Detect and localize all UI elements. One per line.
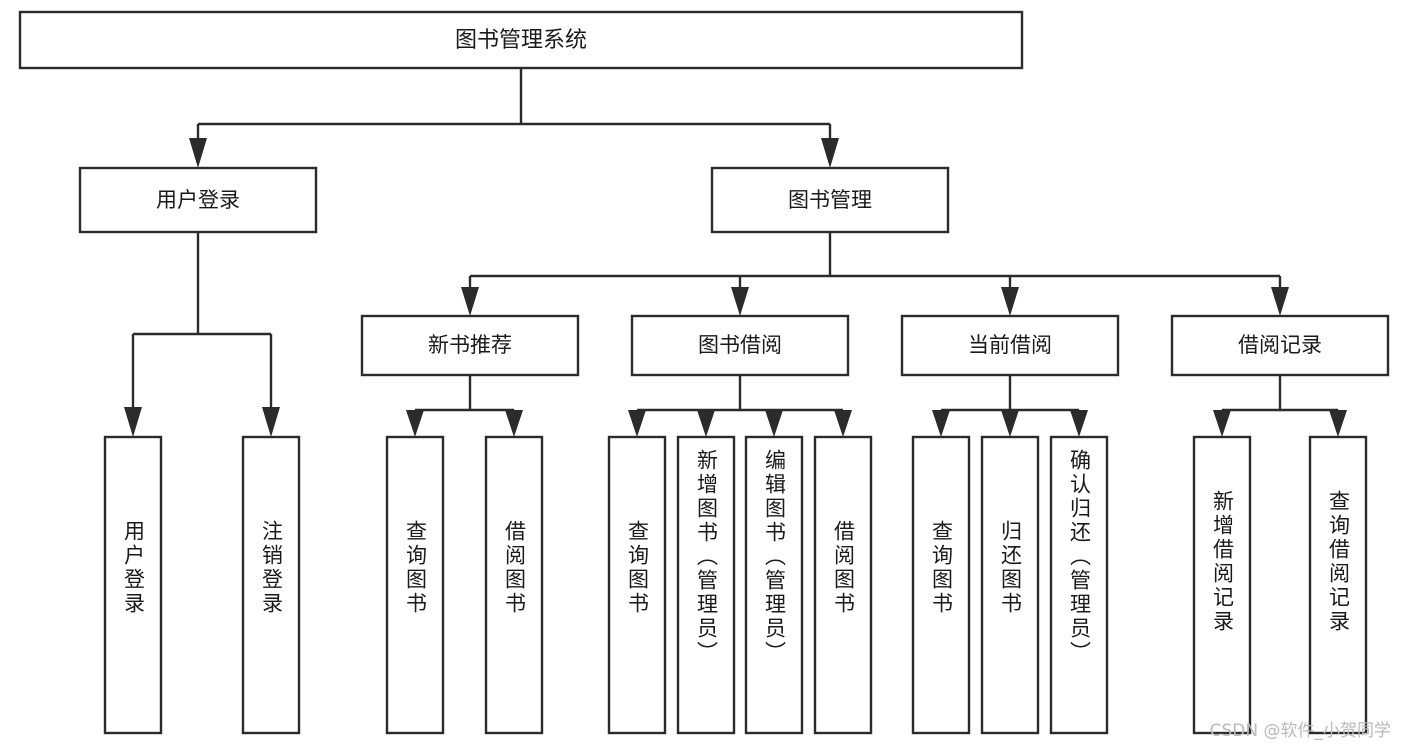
arrow-user-login-left-icon xyxy=(124,407,142,437)
node-book-manage-label: 图书管理 xyxy=(788,188,872,212)
node-root-box[interactable] xyxy=(18,10,1024,70)
arrow-user-login-right-icon xyxy=(262,407,280,437)
node-borrow-record[interactable]: 借阅记录 xyxy=(1170,314,1390,377)
connector-group-root xyxy=(189,68,839,168)
leaf-box-add-record[interactable] xyxy=(1192,435,1252,735)
node-borrow-record-label: 借阅记录 xyxy=(1238,333,1322,357)
leaf-box-edit-book[interactable] xyxy=(744,435,804,735)
node-current-borrow-label: 当前借阅 xyxy=(968,333,1052,357)
leaf-box-return-book[interactable] xyxy=(980,435,1040,735)
connector-group-new-book-recommend xyxy=(406,375,523,437)
connector-group-user-login xyxy=(124,232,280,437)
leaf-box-confirm-return[interactable] xyxy=(1049,435,1109,735)
arrow-bb-l1-icon xyxy=(628,410,646,437)
node-book-manage[interactable]: 图书管理 xyxy=(710,166,950,234)
arrow-cb-l1-icon xyxy=(932,410,950,437)
node-new-book-recommend-box[interactable] xyxy=(360,314,580,377)
arrow-nbr-l2-icon xyxy=(505,410,523,437)
leaf-box-add-book[interactable] xyxy=(676,435,736,735)
node-user-login-box[interactable] xyxy=(78,166,318,234)
leaf-box-query-book-3[interactable] xyxy=(911,435,971,735)
leaf-box-query-record[interactable] xyxy=(1308,435,1368,735)
arrow-cb-l3-icon xyxy=(1070,410,1088,437)
leaf-box-query-book-1[interactable] xyxy=(385,435,445,735)
node-borrow-record-box[interactable] xyxy=(1170,314,1390,377)
arrow-cb-l2-icon xyxy=(1001,410,1019,437)
arrow-nbr-l1-icon xyxy=(406,410,424,437)
arrow-bb-l3-icon xyxy=(765,410,783,437)
node-current-borrow-box[interactable] xyxy=(900,314,1120,377)
leaf-box-borrow-book-1[interactable] xyxy=(484,435,544,735)
arrow-br-l1-icon xyxy=(1213,410,1231,437)
node-current-borrow[interactable]: 当前借阅 xyxy=(900,314,1120,377)
arrow-root-to-book-manage-icon xyxy=(821,138,839,168)
node-book-borrow-label: 图书借阅 xyxy=(698,333,782,357)
node-user-login[interactable]: 用户登录 xyxy=(78,166,318,234)
leaf-box-borrow-book-2[interactable] xyxy=(813,435,873,735)
arrow-bm-to-current-icon xyxy=(1001,287,1019,316)
node-new-book-recommend[interactable]: 新书推荐 xyxy=(360,314,580,377)
node-user-login-label: 用户登录 xyxy=(156,188,240,212)
node-new-book-recommend-label: 新书推荐 xyxy=(428,333,512,357)
connector-group-book-manage xyxy=(461,232,1289,316)
arrow-bb-l2-icon xyxy=(697,410,715,437)
node-root[interactable]: 图书管理系统 xyxy=(18,10,1024,70)
arrow-bm-to-new-book-icon xyxy=(461,287,479,316)
connector-group-current-borrow xyxy=(932,375,1088,437)
connector-group-borrow-record xyxy=(1213,375,1347,437)
leaf-box-query-book-2[interactable] xyxy=(607,435,667,735)
connector-group-book-borrow xyxy=(628,375,852,437)
node-book-manage-box[interactable] xyxy=(710,166,950,234)
node-book-borrow-box[interactable] xyxy=(630,314,850,377)
node-book-borrow[interactable]: 图书借阅 xyxy=(630,314,850,377)
arrow-bb-l4-icon xyxy=(834,410,852,437)
node-root-label: 图书管理系统 xyxy=(455,28,587,53)
arrow-br-l2-icon xyxy=(1329,410,1347,437)
arrow-root-to-user-login-icon xyxy=(189,138,207,168)
arrow-bm-to-borrow-icon xyxy=(731,287,749,316)
leaf-box-user-login[interactable] xyxy=(103,435,163,735)
arrow-bm-to-record-icon xyxy=(1271,287,1289,316)
leaf-box-logout[interactable] xyxy=(241,435,301,735)
